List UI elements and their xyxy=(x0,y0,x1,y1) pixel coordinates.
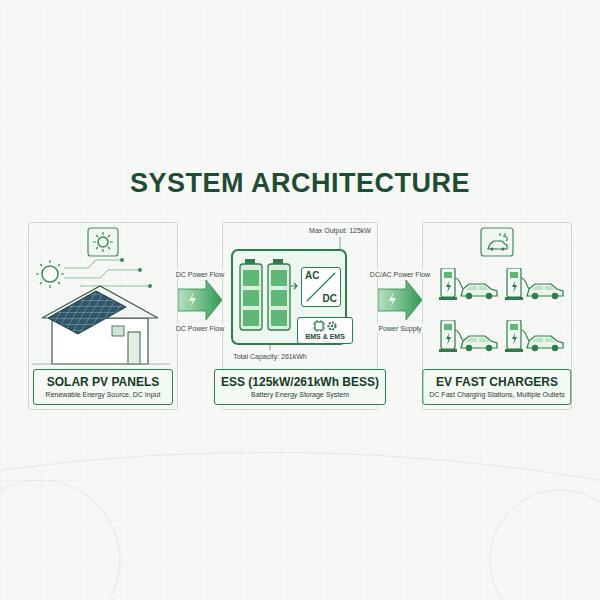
box-label: BMS & EMS xyxy=(298,332,352,343)
spec-note: Max Output: 125kW xyxy=(307,226,373,235)
leader-line xyxy=(340,237,341,249)
caption-subtitle: DC Fast Charging Stations, Multiple Outl… xyxy=(429,390,564,399)
ess-illustration xyxy=(243,310,259,326)
caption-subtitle: Battery Energy Storage System xyxy=(221,390,379,399)
spec-note: Total Capacity: 261kWh xyxy=(231,352,309,361)
ess-illustration xyxy=(245,259,255,264)
caption-heading: ESS (125kW/261kWh BESS) xyxy=(221,375,379,389)
chip-gear-icon xyxy=(310,320,340,332)
ev-illustration xyxy=(488,241,507,249)
solar-illustration xyxy=(32,228,170,364)
solar-illustration xyxy=(138,268,142,272)
ess-illustration xyxy=(240,264,262,330)
solar-panel-frame: SOLAR PV PANELSRenewable Energy Source, … xyxy=(28,222,178,410)
solar-illustration xyxy=(36,260,64,288)
ess-illustration xyxy=(273,259,283,264)
lightning-symbol xyxy=(189,292,196,308)
edge-label: DC Power Flow xyxy=(174,270,227,279)
caption-heading: SOLAR PV PANELS xyxy=(40,375,166,389)
chip-icon xyxy=(315,322,323,330)
diagram-title: SYSTEM ARCHITECTURE xyxy=(0,168,600,199)
flow-arrow xyxy=(378,280,422,320)
caption-subtitle: Renewable Energy Source, DC Input xyxy=(40,390,166,399)
inverter-label: DC xyxy=(323,293,337,304)
flow-arrow-body xyxy=(378,280,422,320)
lightning-symbol xyxy=(389,292,396,308)
ev-illustration xyxy=(500,233,507,241)
ev-illustration xyxy=(439,320,497,352)
solar-illustration xyxy=(32,364,170,365)
ev-illustration xyxy=(501,247,504,250)
ev-illustration xyxy=(439,268,497,300)
solar-illustration xyxy=(120,258,124,262)
background-curves xyxy=(0,452,600,480)
solar-illustration xyxy=(42,266,58,282)
ev-illustration xyxy=(505,320,563,352)
inverter-box: AC DC xyxy=(301,267,341,307)
flow-arrow-body xyxy=(178,280,222,320)
leader-line xyxy=(270,345,271,350)
solar-illustration xyxy=(112,326,124,336)
flow-arrow xyxy=(178,280,222,320)
caption-box: SOLAR PV PANELSRenewable Energy Source, … xyxy=(33,369,173,405)
gear-icon xyxy=(329,323,336,330)
ess-panel-frame: ESS (125kW/261kWh BESS)Battery Energy St… xyxy=(222,222,378,410)
background-curves xyxy=(490,490,600,600)
ev-illustration xyxy=(481,228,513,256)
flow-label: DC Power Flow xyxy=(174,324,227,333)
ess-illustration xyxy=(271,310,287,326)
solar-illustration xyxy=(93,232,113,252)
solar-illustration xyxy=(128,332,140,364)
inverter-label: AC xyxy=(305,270,319,281)
ess-illustration xyxy=(243,290,259,306)
background-curves xyxy=(0,480,120,600)
ev-panel-frame: EV FAST CHARGERSDC Fast Charging Station… xyxy=(422,222,572,410)
ess-illustration xyxy=(271,270,287,286)
solar-illustration xyxy=(64,260,150,286)
ev-illustration xyxy=(439,228,563,352)
gear-icon xyxy=(331,325,333,327)
solar-illustration xyxy=(98,237,108,247)
solar-illustration xyxy=(88,228,118,256)
ev-illustration xyxy=(505,268,563,300)
bms-ems-box: BMS & EMS xyxy=(297,317,353,344)
background-curves xyxy=(0,452,600,600)
ess-illustration xyxy=(291,283,297,289)
caption-box: EV FAST CHARGERSDC Fast Charging Station… xyxy=(422,369,571,405)
caption-box: ESS (125kW/261kWh BESS)Battery Energy St… xyxy=(214,369,386,405)
solar-illustration xyxy=(148,284,152,288)
edge-label: DC/AC Power Flow xyxy=(368,270,432,279)
caption-heading: EV FAST CHARGERS xyxy=(429,375,564,389)
flow-label: Power Supply xyxy=(376,324,423,333)
chip-icon xyxy=(313,320,325,332)
ev-illustration xyxy=(490,247,493,250)
ess-illustration xyxy=(243,270,259,286)
ess-illustration xyxy=(271,290,287,306)
ess-illustration xyxy=(268,264,290,330)
